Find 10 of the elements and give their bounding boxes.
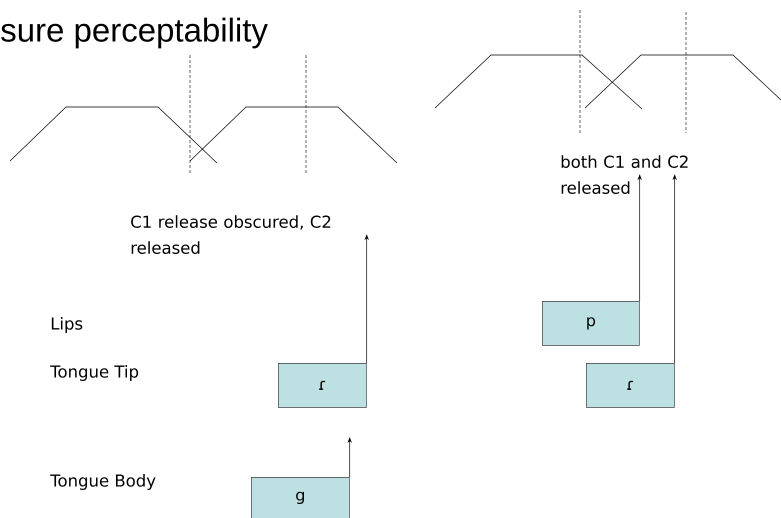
- segment-box: ɾ: [278, 362, 367, 408]
- segment-box: ɾ: [586, 362, 675, 408]
- segment-box: p: [542, 300, 640, 346]
- outcome-text: both C1 and C2 released: [562, 155, 688, 194]
- tier-label: Lips: [52, 317, 82, 333]
- segment-box: g: [251, 476, 350, 518]
- outcome-text: C1 release obscured, C2 released: [131, 215, 330, 254]
- tier-label: Tongue Body: [50, 474, 156, 490]
- title: sure perceptability: [1, 18, 268, 48]
- tier-label: Tongue Tip: [50, 365, 138, 381]
